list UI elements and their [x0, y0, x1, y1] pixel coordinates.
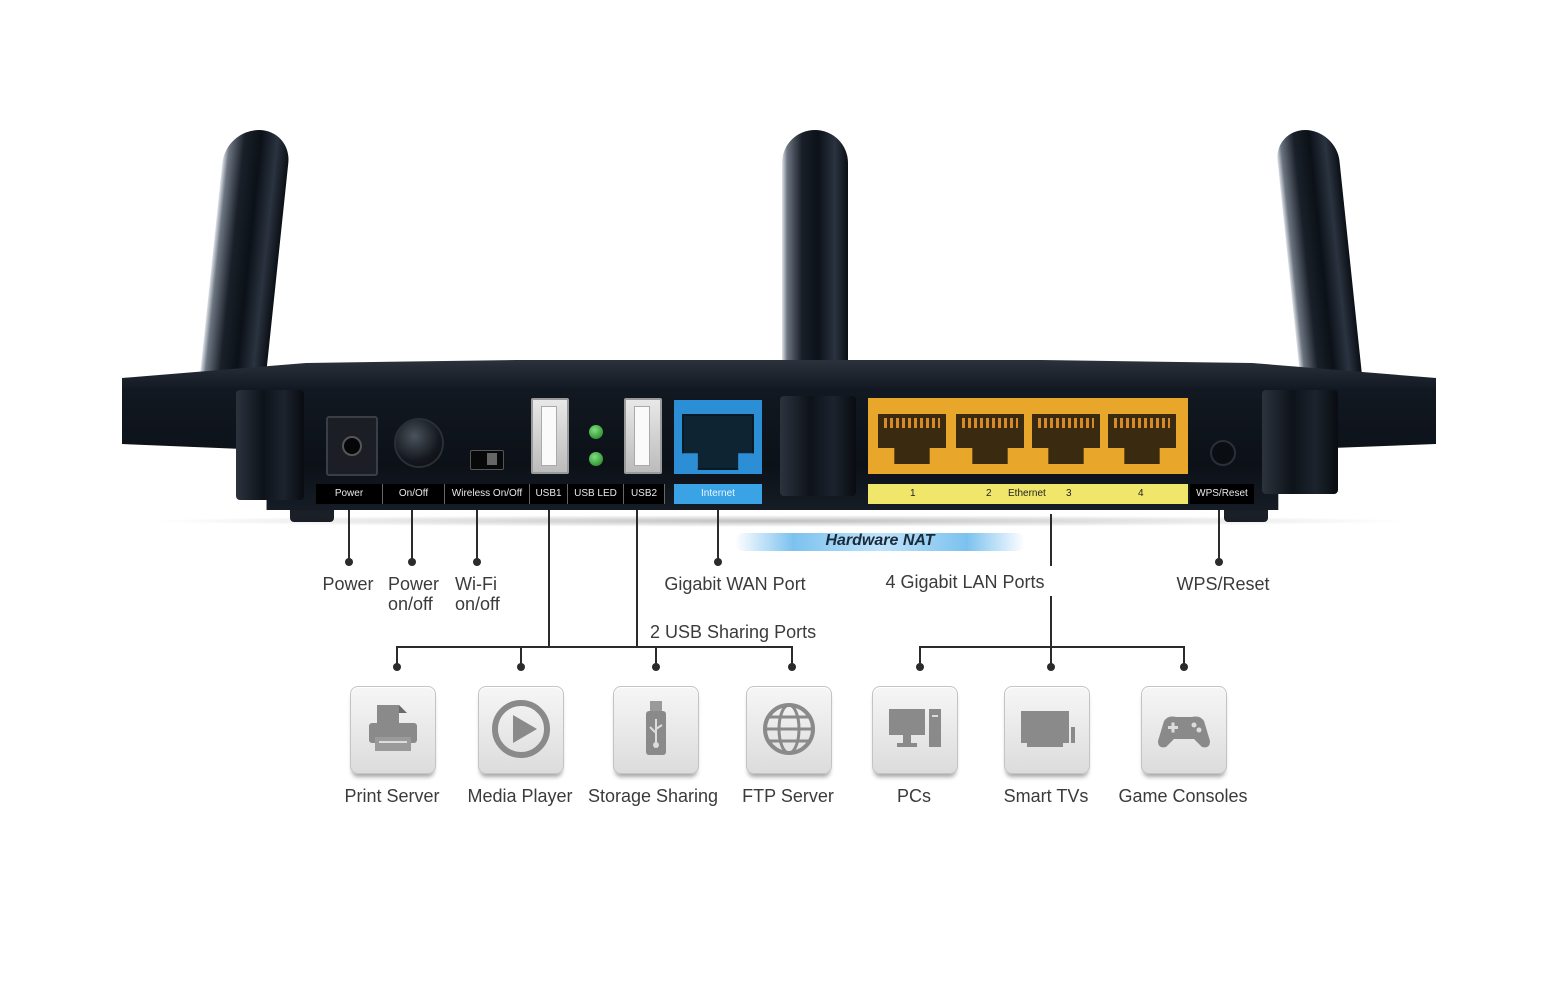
lan-port-3[interactable] — [1032, 414, 1100, 464]
tile-game-consoles — [1141, 686, 1227, 774]
callout-line-wps — [1218, 510, 1220, 562]
callout-wps: WPS/Reset — [1176, 574, 1270, 594]
label-power: Power — [316, 484, 383, 504]
callout-wifi: Wi-Fi on/off — [455, 574, 525, 614]
label-on-off: On/Off — [383, 484, 445, 504]
tile-media-player — [478, 686, 564, 774]
label-storage-sharing: Storage Sharing — [587, 786, 719, 806]
usb-tree-branch-2 — [520, 646, 522, 666]
usb-led-1 — [589, 425, 603, 439]
callout-power-switch-line1: Power — [388, 574, 440, 594]
globe-icon — [763, 703, 815, 755]
wireless-switch[interactable] — [470, 450, 504, 470]
tile-print-server — [350, 686, 436, 774]
tile-ftp-server — [746, 686, 832, 774]
callout-line-wan — [717, 510, 719, 562]
usb-tree-branch-4 — [791, 646, 793, 666]
callout-lan: 4 Gigabit LAN Ports — [885, 572, 1045, 592]
label-wps-reset: WPS/Reset — [1190, 484, 1254, 504]
lan-tree-dot-1 — [916, 663, 924, 671]
lan-port-2[interactable] — [956, 414, 1024, 464]
lan-tree-dot-2 — [1047, 663, 1055, 671]
callout-line-power — [348, 510, 350, 562]
power-button[interactable] — [394, 418, 444, 468]
callout-line-wifi — [476, 510, 478, 562]
label-print-server: Print Server — [344, 786, 440, 806]
callout-dot-power-switch — [408, 558, 416, 566]
label-lan-2: 2 — [986, 488, 992, 499]
wps-reset-button[interactable] — [1210, 440, 1236, 466]
desktop-pc-icon — [889, 709, 941, 747]
label-lan-1: 1 — [910, 488, 916, 499]
usb1-port[interactable] — [531, 398, 569, 474]
lan-port-1[interactable] — [878, 414, 946, 464]
label-media-player: Media Player — [467, 786, 573, 806]
gamepad-icon — [1158, 716, 1210, 748]
usb-tree-dot-2 — [517, 663, 525, 671]
usb-tree-branch-3 — [655, 646, 657, 666]
callout-usb: 2 USB Sharing Ports — [650, 622, 817, 642]
label-wireless-on-off: Wireless On/Off — [445, 484, 530, 504]
label-ftp-server: FTP Server — [742, 786, 834, 806]
usb-tree-bar — [396, 646, 793, 648]
callout-wifi-line1: Wi-Fi — [455, 574, 497, 594]
usb-tree-drop-2 — [636, 510, 638, 647]
callout-line-power-switch — [411, 510, 413, 562]
lan-tree-bar — [919, 646, 1185, 648]
callout-dot-wifi — [473, 558, 481, 566]
label-usb1: USB1 — [530, 484, 568, 504]
label-ethernet: Ethernet — [1008, 488, 1046, 499]
usb2-port[interactable] — [624, 398, 662, 474]
router-foot-right — [1224, 510, 1268, 522]
tile-storage-sharing — [613, 686, 699, 774]
lan-tree-drop — [1050, 514, 1052, 566]
label-pcs: PCs — [896, 786, 931, 806]
usb-tree-dot-3 — [652, 663, 660, 671]
usb-tree-dot-4 — [788, 663, 796, 671]
lan-tree-drop-lower — [1050, 596, 1052, 666]
hardware-nat-text: Hardware NAT — [825, 532, 935, 549]
callout-power-switch-line2: on/off — [388, 594, 433, 614]
antenna-base-left — [236, 390, 304, 500]
callout-power-switch: Power on/off — [388, 574, 458, 614]
wan-port-block — [674, 400, 762, 474]
callout-wan: Gigabit WAN Port — [664, 574, 806, 594]
label-usb2: USB2 — [624, 484, 665, 504]
label-smart-tvs: Smart TVs — [1003, 786, 1089, 806]
label-internet: Internet — [674, 484, 762, 504]
label-lan-3: 3 — [1066, 488, 1072, 499]
hardware-nat-badge — [735, 533, 1025, 551]
lan-port-4[interactable] — [1108, 414, 1176, 464]
callout-power: Power — [322, 574, 374, 594]
label-usb-led: USB LED — [568, 484, 624, 504]
printer-icon — [369, 705, 417, 751]
wan-port[interactable] — [682, 414, 754, 470]
router-foot-left — [290, 510, 334, 522]
usb-led-2 — [589, 452, 603, 466]
callout-wifi-line2: on/off — [455, 594, 500, 614]
tile-pcs — [872, 686, 958, 774]
usb-drive-icon — [646, 701, 666, 755]
antenna-base-right — [1262, 390, 1338, 494]
power-jack[interactable] — [326, 416, 378, 476]
lan-label-strip — [868, 484, 1188, 504]
callout-dot-wan — [714, 558, 722, 566]
router-shadow — [140, 515, 1420, 527]
usb-tree-branch-1 — [396, 646, 398, 666]
lan-tree-branch-3 — [1183, 646, 1185, 666]
usb-tree-drop-1 — [548, 510, 550, 647]
antenna-base-center — [780, 396, 856, 496]
lan-tree-dot-3 — [1180, 663, 1188, 671]
usb-tree-dot-1 — [393, 663, 401, 671]
label-lan-4: 4 — [1138, 488, 1144, 499]
lan-tree-branch-1 — [919, 646, 921, 666]
callout-dot-power — [345, 558, 353, 566]
lan-port-block — [868, 398, 1188, 474]
tv-icon — [1021, 711, 1075, 747]
tile-smart-tvs — [1004, 686, 1090, 774]
play-icon — [492, 700, 550, 758]
label-game-consoles: Game Consoles — [1118, 786, 1248, 806]
callout-dot-wps — [1215, 558, 1223, 566]
